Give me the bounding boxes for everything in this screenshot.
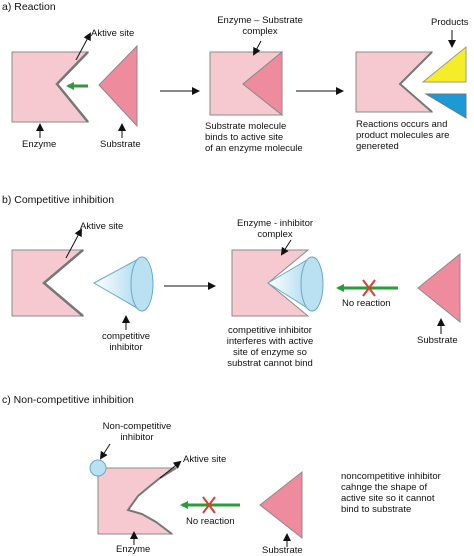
complex-substrate-triangle — [242, 50, 283, 117]
products-caption-line1: Reactions occurs and — [356, 119, 448, 130]
section-c-title: c) Non-competitive inhibition — [2, 394, 134, 406]
products-caption: Reactions occurs and product molecules a… — [356, 119, 449, 152]
complex-label-line2: complex — [242, 26, 278, 37]
noncompetitive-inhibitor-label: Non-competitive inhibitor — [94, 421, 180, 443]
red-cross-icon — [362, 279, 376, 297]
substrate-triangle — [259, 470, 303, 540]
active-site-pointer — [65, 228, 82, 259]
binding-caption-line3: of an enzyme molecule — [205, 143, 303, 154]
noncompetitive-section — [89, 443, 303, 547]
complex-label-line1: Enzyme – Substrate — [217, 15, 303, 26]
inhibitor-pointer — [99, 443, 111, 460]
product-blue — [424, 93, 467, 119]
enzyme-label: Enzyme — [22, 139, 57, 150]
product-yellow — [421, 45, 467, 83]
section-b-title: b) Competitive inhibition — [2, 194, 115, 206]
noncompetitive-caption-line4: bind to substrate — [341, 504, 412, 515]
substrate-label: Substrate — [417, 335, 458, 346]
complex-inhibitor-cone — [267, 256, 324, 312]
substrate-triangle — [98, 44, 138, 128]
competitive-caption-line4: substrat cannot bind — [227, 358, 313, 369]
active-site-label: Aktive site — [183, 454, 227, 465]
noncompetitive-inhibitor-ball — [89, 459, 107, 477]
competitive-caption-line1: competitive inhibitor — [228, 325, 312, 336]
noncompetitive-caption-line3: active site so it cannot — [341, 493, 435, 504]
no-reaction-label: No reaction — [342, 298, 391, 309]
substrate-label: Substrate — [100, 139, 141, 150]
red-cross-icon — [202, 496, 216, 514]
reaction-section — [11, 30, 467, 138]
active-site-label: Aktive site — [91, 28, 135, 39]
enzyme-label: Enzyme — [116, 544, 151, 555]
noncompetitive-caption: noncompetitive inhibitor cahnge the shap… — [341, 471, 441, 515]
binding-caption-line2: binds to active site — [205, 132, 284, 143]
noncompetitive-inhibitor-label-line1: Non-competitive — [102, 421, 172, 432]
noncompetitive-caption-line2: cahnge the shape of — [341, 482, 428, 493]
competitive-section — [11, 228, 461, 334]
complex-pointer — [280, 239, 292, 256]
complex-enzyme-shape — [231, 249, 310, 317]
no-reaction-label: No reaction — [186, 516, 235, 527]
active-site-pointer — [159, 460, 182, 479]
products-caption-line2: product molecules are — [356, 130, 450, 141]
binding-caption-line1: Substrate molecule — [205, 121, 287, 132]
section-a-title: a) Reaction — [2, 1, 56, 13]
binding-caption: Substrate molecule binds to active site … — [205, 121, 303, 154]
complex-label-line1: Enzyme - inhibitor — [236, 218, 314, 229]
substrate-label: Substrate — [262, 545, 303, 556]
competitive-caption-line3: site of enzyme so — [233, 347, 307, 358]
complex-label: Enzyme – Substrate complex — [200, 15, 320, 37]
competitive-inhibitor-cone — [92, 256, 154, 312]
active-site-label: Aktive site — [80, 221, 124, 232]
inhibitor-label-line2: inhibitor — [109, 342, 143, 353]
inhibitor-label: competitive inhibitor — [96, 331, 156, 353]
complex-label: Enzyme - inhibitor complex — [220, 218, 330, 240]
noncompetitive-caption-line1: noncompetitive inhibitor — [341, 471, 441, 482]
competitive-caption-line2: interferes with active — [226, 336, 314, 347]
active-site-pointer — [75, 32, 91, 61]
distorted-enzyme-shape — [97, 467, 178, 535]
complex-label-line2: complex — [257, 229, 293, 240]
complex-pointer — [253, 40, 262, 56]
substrate-triangle — [417, 252, 461, 324]
noncompetitive-inhibitor-label-line2: inhibitor — [120, 432, 154, 443]
products-label: Products — [431, 17, 469, 28]
competitive-caption: competitive inhibitor interferes with ac… — [210, 325, 330, 369]
products-caption-line3: genereted — [356, 141, 399, 152]
inhibitor-label-line1: competitive — [101, 331, 151, 342]
